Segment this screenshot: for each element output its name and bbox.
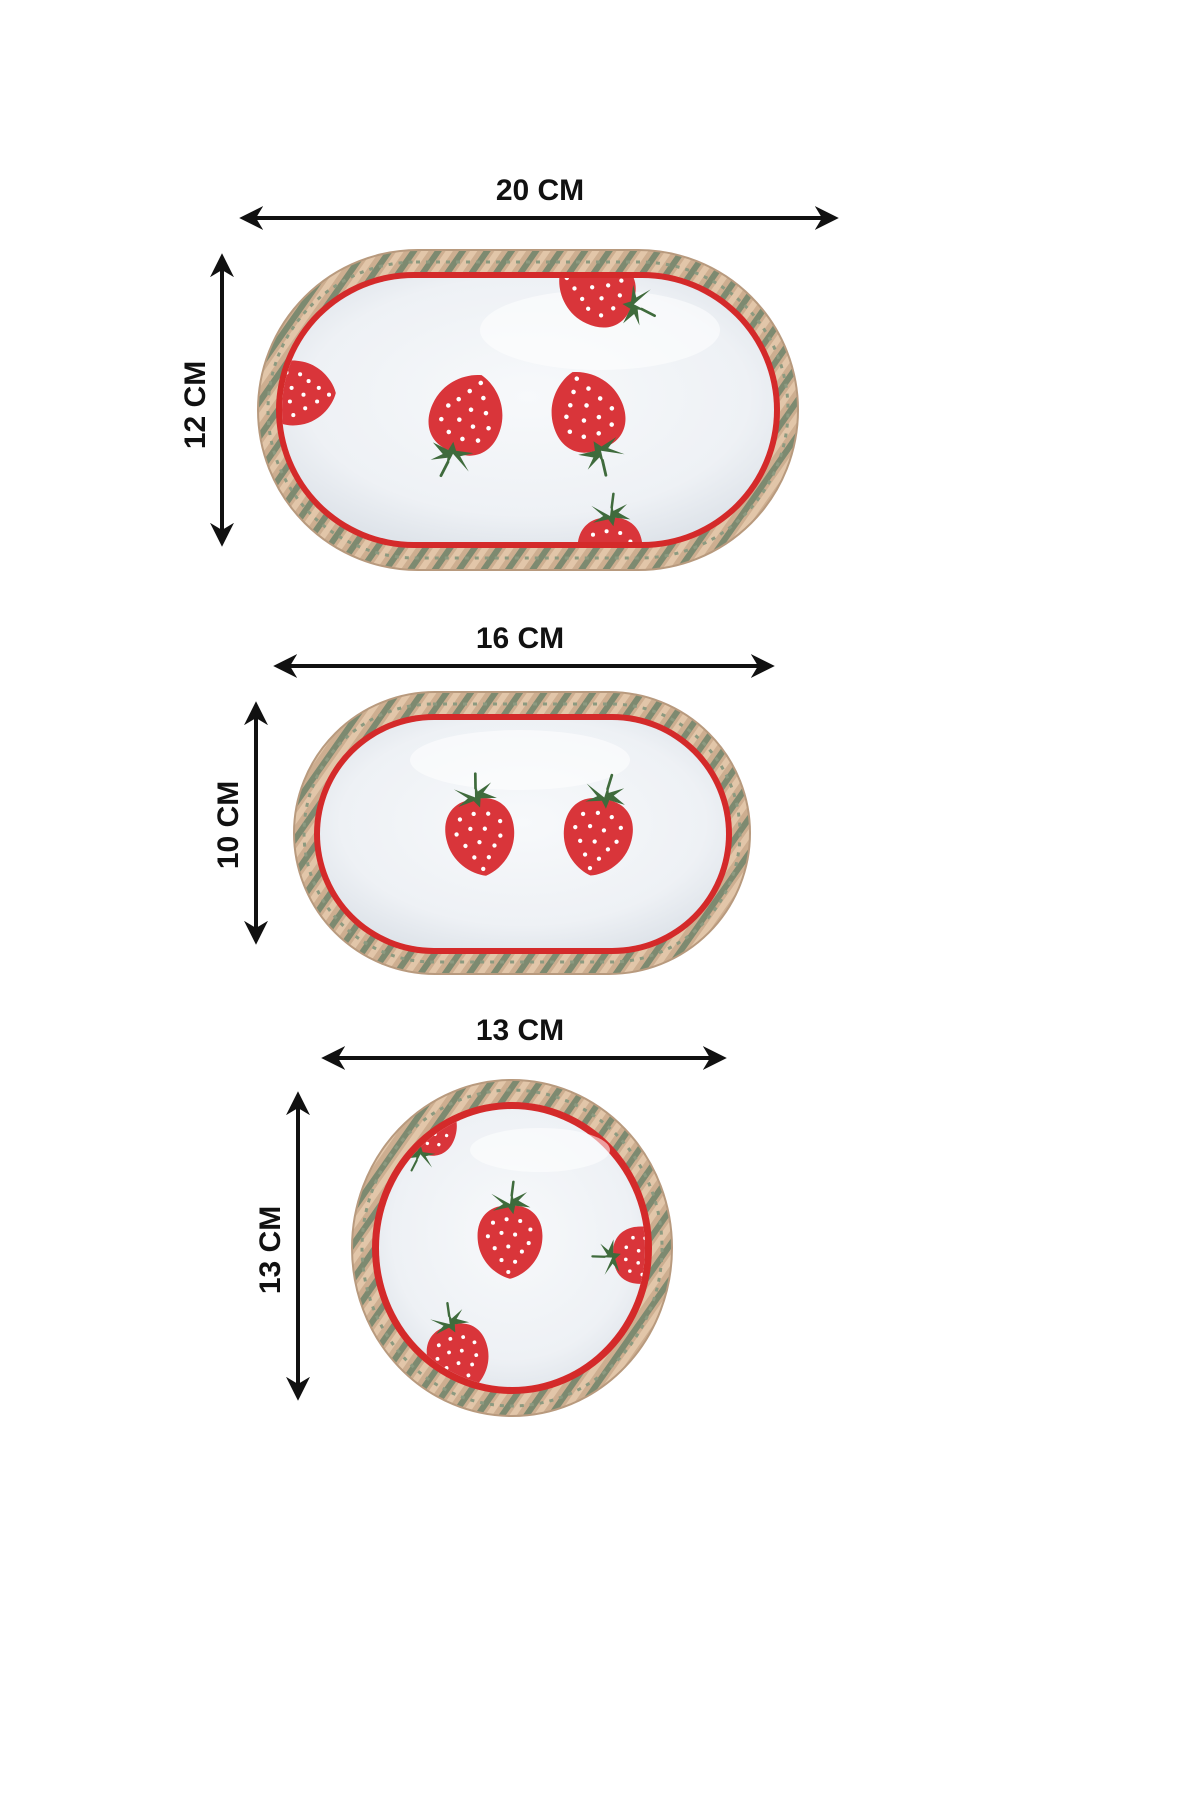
large-width-dimension: 20 CM bbox=[239, 174, 839, 230]
large-oval-bowl bbox=[257, 249, 799, 571]
large-width-label: 20 CM bbox=[496, 174, 584, 207]
small-height-label: 13 CM bbox=[254, 1206, 287, 1294]
large-height-label: 12 CM bbox=[179, 361, 212, 449]
large-height-dimension: 12 CM bbox=[179, 253, 234, 547]
small-height-dimension: 13 CM bbox=[254, 1091, 310, 1401]
small-round-bowl bbox=[351, 1079, 673, 1417]
small-width-dimension: 13 CM bbox=[321, 1014, 727, 1070]
medium-oval-bowl bbox=[293, 691, 751, 975]
medium-height-dimension: 10 CM bbox=[212, 701, 268, 945]
medium-width-dimension: 16 CM bbox=[273, 622, 775, 678]
medium-width-label: 16 CM bbox=[476, 622, 564, 655]
small-width-label: 13 CM bbox=[476, 1014, 564, 1047]
medium-height-label: 10 CM bbox=[212, 781, 245, 869]
